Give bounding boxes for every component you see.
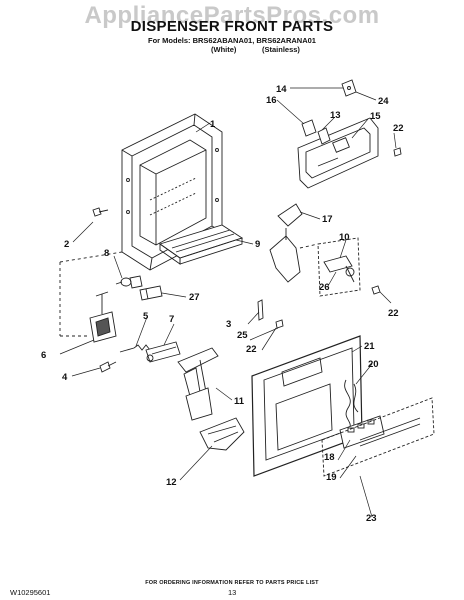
callout-8: 8 [104, 248, 109, 259]
part-drip-tray [158, 224, 244, 265]
callout-22-b: 22 [388, 308, 399, 319]
variant-white: (White) [211, 45, 237, 54]
part-housing-frame [121, 113, 223, 271]
variant-stainless: (Stainless) [262, 45, 300, 54]
callout-24: 24 [378, 96, 389, 107]
callout-22-a: 22 [393, 123, 404, 134]
callout-9: 9 [255, 239, 260, 250]
part-front-panel [251, 335, 363, 477]
part-overlay-panel [321, 397, 435, 477]
callout-15: 15 [370, 111, 381, 122]
callout-4: 4 [62, 372, 68, 383]
callout-labels: 1 2 3 4 5 6 7 8 9 10 11 12 13 14 15 16 1… [41, 84, 404, 524]
callout-13: 13 [330, 110, 341, 121]
part-upper-housing [297, 79, 379, 189]
callout-12: 12 [166, 477, 177, 488]
callout-25: 25 [237, 330, 248, 341]
callout-7: 7 [169, 314, 174, 325]
callout-14: 14 [276, 84, 287, 95]
part-seal [139, 285, 163, 301]
callout-18: 18 [324, 452, 335, 463]
part-control-board [339, 379, 385, 449]
page-title: DISPENSER FRONT PARTS [130, 18, 334, 35]
part-mechanism [317, 237, 361, 297]
callout-3: 3 [226, 319, 231, 330]
callout-22-c: 22 [246, 344, 257, 355]
ordering-info: FOR ORDERING INFORMATION REFER TO PARTS … [145, 580, 319, 586]
assembly-guides [59, 243, 319, 337]
callout-5: 5 [143, 311, 149, 322]
part-actuator [119, 341, 181, 363]
callout-26: 26 [319, 282, 330, 293]
part-screws [92, 207, 264, 373]
callout-21: 21 [364, 341, 375, 352]
callout-10: 10 [339, 232, 350, 243]
part-lever-arm [177, 347, 219, 397]
callout-16: 16 [266, 95, 277, 106]
callout-2: 2 [64, 239, 69, 250]
part-chute-paddle [185, 387, 245, 451]
callout-23: 23 [366, 513, 377, 524]
models-line: For Models: BRS62ABANA01, BRS62ARANA01 [148, 36, 316, 45]
part-motor-bracket [89, 291, 117, 343]
watermark: AppliancePartsPros.com [84, 2, 380, 29]
part-cradle [269, 203, 303, 283]
document-id: W10295601 [10, 588, 51, 597]
callout-19: 19 [326, 472, 337, 483]
callout-6: 6 [41, 350, 46, 361]
callout-27: 27 [189, 292, 200, 303]
callout-20: 20 [368, 359, 379, 370]
part-switch [115, 275, 143, 289]
callout-11: 11 [234, 396, 245, 407]
callout-1: 1 [210, 119, 216, 130]
callout-17: 17 [322, 214, 333, 225]
page-number: 13 [228, 588, 237, 597]
leader-lines [59, 87, 397, 518]
